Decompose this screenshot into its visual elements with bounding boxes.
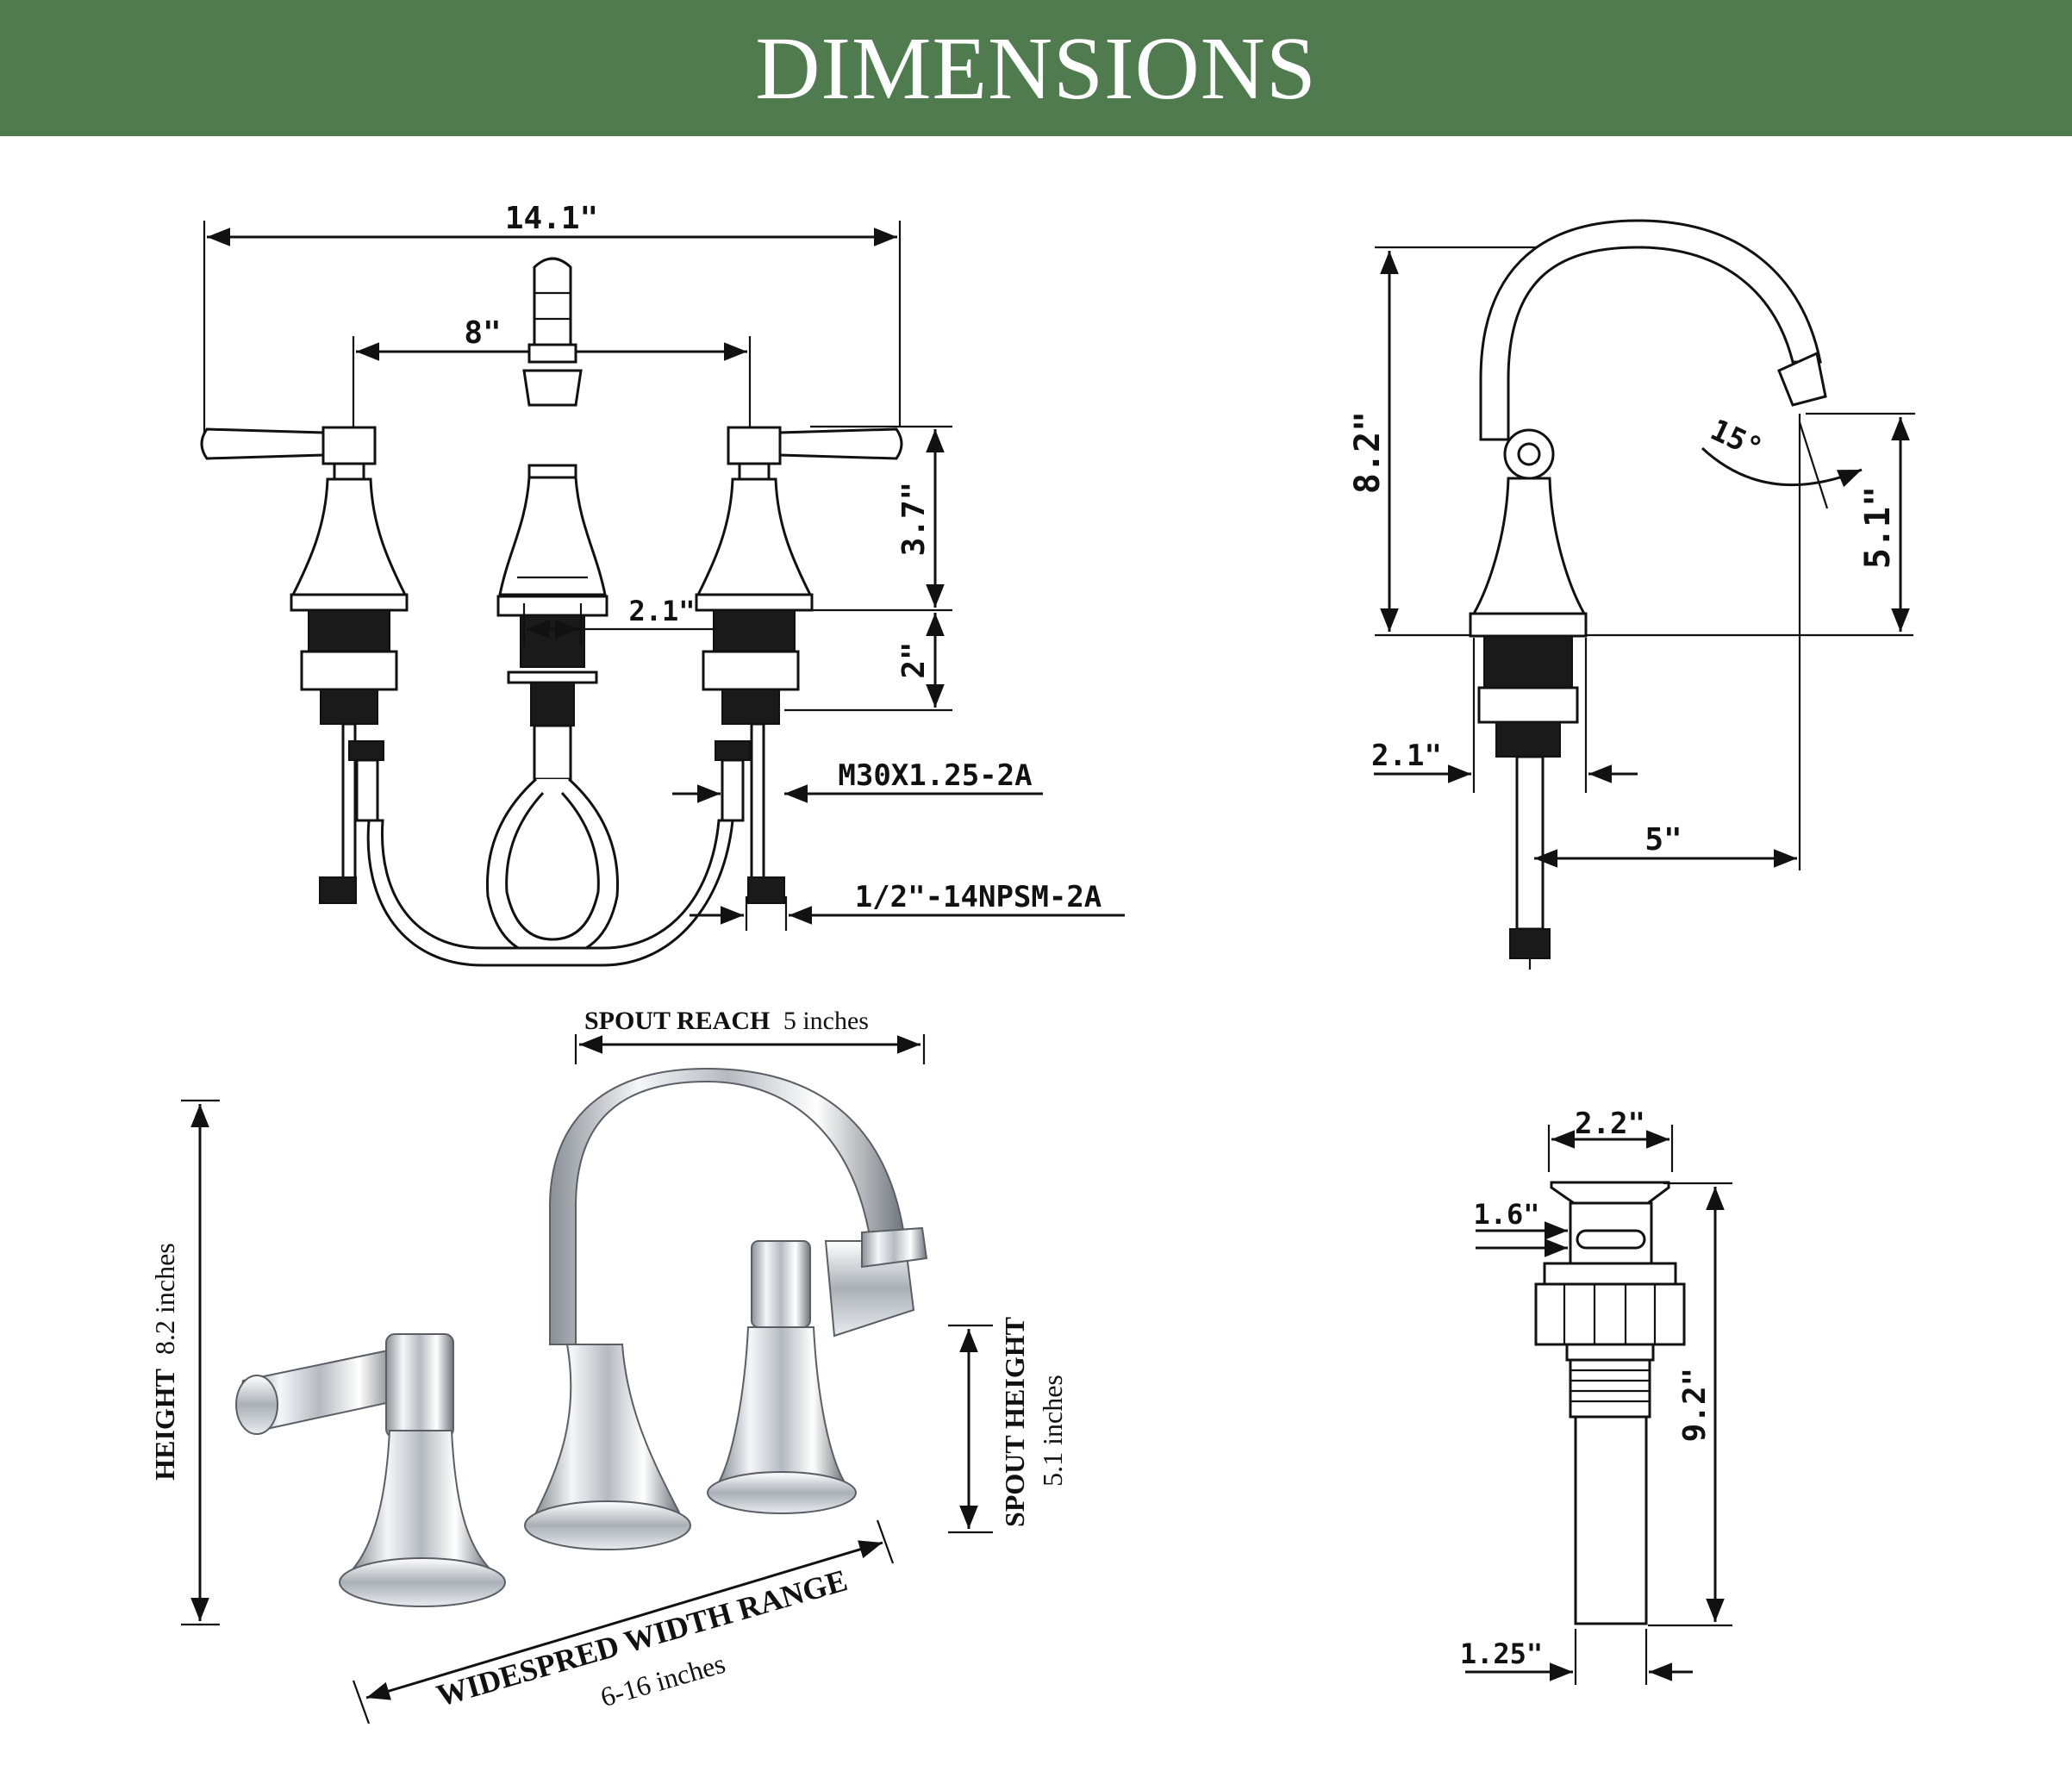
spout-shank-label: 2.1" bbox=[628, 595, 695, 627]
page-title: DIMENSIONS bbox=[755, 18, 1317, 118]
spout-height-title: SPOUT HEIGHT bbox=[999, 1317, 1030, 1527]
spout-reach-title: SPOUT REACH bbox=[584, 1007, 770, 1035]
spout-reach-dimension: 5" bbox=[1644, 822, 1682, 858]
height-value: 8.2 inches bbox=[149, 1243, 180, 1355]
side-height-label: 8.2" bbox=[1348, 411, 1388, 494]
side-view-drawing bbox=[1374, 219, 1915, 970]
drain-cap-height-label: 1.6" bbox=[1473, 1198, 1539, 1231]
drain-drawing bbox=[1465, 1125, 1732, 1685]
base-height-label: 2" bbox=[896, 641, 932, 678]
front-view-drawing bbox=[200, 221, 1125, 967]
thread-spec-label: M30X1.25-2A bbox=[838, 758, 1032, 793]
svg-text:HEIGHT 8.2 inches: HEIGHT 8.2 inches bbox=[149, 1243, 180, 1481]
inlet-thread-label: 1/2"-14NPSM-2A bbox=[855, 880, 1102, 914]
overall-width-label: 14.1" bbox=[505, 201, 598, 236]
spout-height-value: 5.1 inches bbox=[1037, 1375, 1068, 1487]
spout-reach-value: 5 inches bbox=[783, 1007, 869, 1035]
handle-height-label: 3.7" bbox=[896, 482, 932, 557]
center-spacing-label: 8" bbox=[464, 315, 501, 351]
svg-text:SPOUT REACH 5 inches: SPOUT REACH 5 inches bbox=[584, 1007, 869, 1035]
faucet-photo bbox=[181, 1034, 993, 1725]
header-banner: DIMENSIONS bbox=[0, 0, 2072, 136]
drain-pipe-label: 1.25" bbox=[1460, 1637, 1543, 1670]
side-shank-label: 2.1" bbox=[1371, 739, 1442, 773]
drain-cap-width-label: 2.2" bbox=[1575, 1107, 1645, 1141]
side-spout-height-label: 5.1" bbox=[1858, 486, 1898, 569]
drain-length-label: 9.2" bbox=[1677, 1368, 1713, 1443]
height-title: HEIGHT bbox=[149, 1369, 180, 1481]
